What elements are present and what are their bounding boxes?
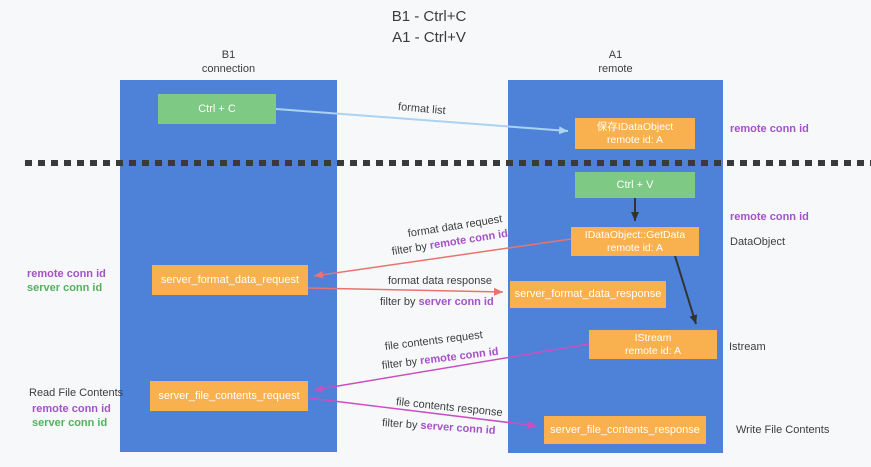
- server-format-data-response-label: server_format_data_response: [514, 288, 662, 300]
- ctrl-v-label: Ctrl + V: [616, 178, 654, 191]
- format-data-response-arrow: [307, 287, 504, 296]
- phase-divider-dashed-line: [25, 160, 871, 166]
- server-format-data-response-box: server_format_data_response: [510, 281, 666, 308]
- dataobject-label: DataObject: [730, 236, 786, 248]
- istream-line2: remote id: A: [624, 344, 682, 357]
- server-file-contents-request-box: server_file_contents_request: [150, 381, 308, 411]
- idataobject-getdata-box: IDataObject::GetData remote id: A: [571, 227, 699, 256]
- ctrl-v-box: Ctrl + V: [575, 172, 695, 198]
- file-contents-response-label: file contents response: [395, 396, 504, 420]
- filter-by-server-conn-id-label-1: filter by server conn id: [380, 296, 494, 309]
- server-file-contents-request-label: server_file_contents_request: [158, 389, 300, 402]
- right-remote-conn-id-top: remote conn id: [730, 123, 809, 135]
- lane-header-b1: B1 connection: [120, 48, 337, 76]
- filter-by-server-conn-id-label-2: filter by server conn id: [382, 417, 496, 438]
- left-remote-conn-id-bottom: remote conn id: [32, 403, 111, 415]
- title-line-1: B1 - Ctrl+C: [391, 8, 467, 25]
- left-server-conn-id-bottom: server conn id: [32, 417, 108, 429]
- title-line-2: A1 - Ctrl+V: [392, 29, 466, 46]
- save-idataobject-box: 保存IDataObject remote id: A: [575, 118, 695, 149]
- page-title: B1 - Ctrl+C A1 - Ctrl+V: [329, 6, 529, 48]
- left-server-conn-id-mid: server conn id: [27, 282, 103, 294]
- lane-header-a1: A1 remote: [508, 48, 723, 76]
- filter-prefix-2: filter by: [380, 296, 419, 308]
- filter-prefix-4: filter by: [381, 417, 421, 432]
- istream-box: IStream remote id: A: [589, 330, 717, 359]
- istream-side-label: Istream: [729, 341, 766, 353]
- ctrl-c-box: Ctrl + C: [158, 94, 276, 124]
- format-list-label: format list: [397, 101, 447, 118]
- getdata-line1: IDataObject::GetData: [584, 228, 686, 241]
- format-data-response-label: format data response: [388, 275, 492, 287]
- ctrl-c-label: Ctrl + C: [198, 102, 236, 115]
- right-remote-conn-id-mid: remote conn id: [730, 211, 809, 223]
- lane-b1-sub: connection: [201, 63, 256, 75]
- lane-a1-sub: remote: [598, 63, 633, 75]
- lane-a1-name: A1: [608, 49, 623, 61]
- server-conn-id-highlight-1: server conn id: [418, 296, 494, 308]
- filter-prefix-3: filter by: [381, 355, 421, 372]
- save-idataobject-line2: remote id: A: [606, 133, 664, 146]
- server-format-data-request-label: server_format_data_request: [160, 273, 300, 286]
- server-conn-id-highlight-2: server conn id: [420, 419, 496, 437]
- server-file-contents-response-label: server_file_contents_response: [550, 423, 700, 436]
- write-file-contents-label: Write File Contents: [736, 424, 830, 436]
- server-format-data-request-box: server_format_data_request: [152, 265, 308, 295]
- save-idataobject-line1: 保存IDataObject: [596, 120, 674, 133]
- getdata-line2: remote id: A: [606, 241, 664, 254]
- filter-prefix-1: filter by: [390, 240, 431, 258]
- left-remote-conn-id-mid: remote conn id: [27, 268, 106, 280]
- istream-line1: IStream: [634, 331, 672, 344]
- remote-conn-id-highlight-2: remote conn id: [419, 345, 500, 368]
- lane-b1-name: B1: [221, 49, 236, 61]
- server-file-contents-response-box: server_file_contents_response: [544, 416, 706, 444]
- read-file-contents-label: Read File Contents: [29, 387, 124, 399]
